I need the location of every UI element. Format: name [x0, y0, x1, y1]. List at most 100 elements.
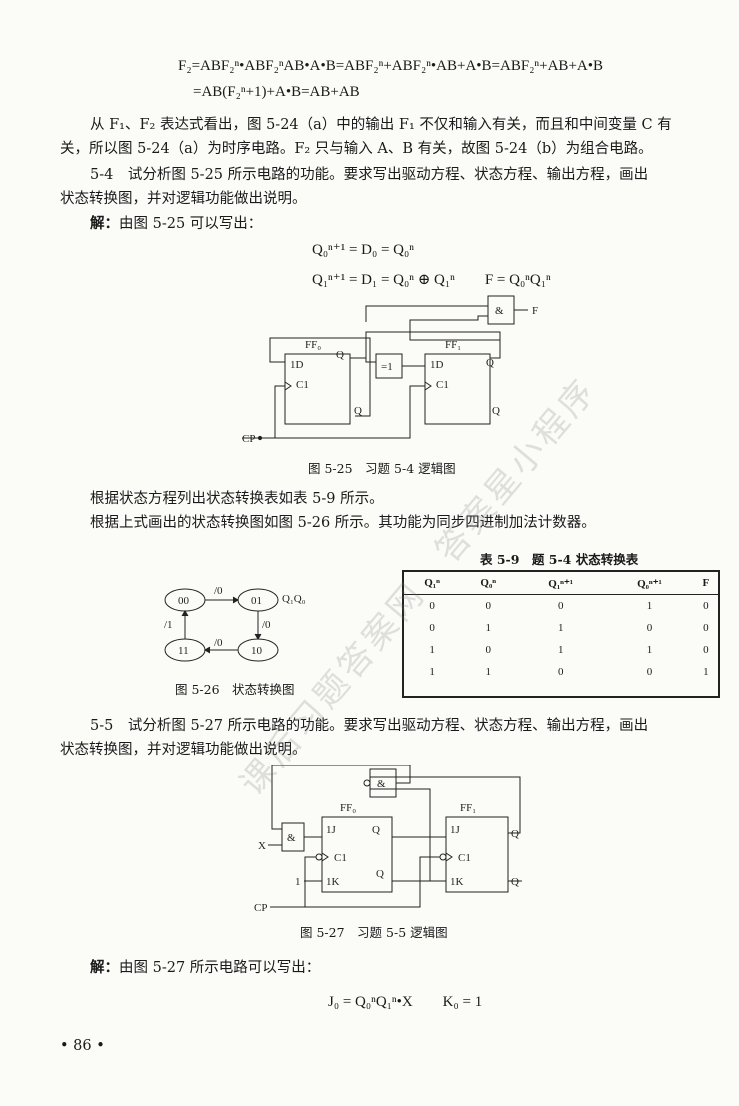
paragraph-diagram-intro: 根据上式画出的状态转换图如图 5-26 所示。其功能为同步四进制加法计数器。	[90, 515, 596, 531]
edge-label: /0	[214, 637, 223, 649]
table-header: Q₀ⁿ⁺¹	[637, 577, 662, 590]
table-cell: 0	[429, 600, 435, 612]
ff0-label: FF₀	[340, 802, 356, 814]
ff0-j-pin: 1J	[326, 824, 337, 836]
ff0-k-pin: 1K	[326, 876, 340, 888]
ff1-label: FF₁	[445, 339, 461, 351]
table-5-9-title: 表 5-9 题 5-4 状态转换表	[480, 552, 639, 567]
question-5-5-line: 状态转换图，并对逻辑功能做出说明。	[60, 742, 307, 758]
table-header: Q₁ⁿ	[424, 577, 440, 589]
ff0-q: Q	[336, 349, 344, 361]
table-cell: 0	[485, 600, 491, 612]
table-cell: 1	[429, 666, 435, 678]
and-label: &	[495, 305, 504, 317]
ff1-block	[424, 353, 491, 425]
svg-text:00: 00	[178, 595, 190, 607]
table-header: Q₀ⁿ	[480, 577, 497, 589]
table-5-9-frame: Q₁ⁿ Q₀ⁿ Q₁ⁿ⁺¹ Q₀ⁿ⁺¹ F 0 0 0 1 0 0 1 1 0 …	[402, 570, 720, 698]
table-cell: 0	[703, 600, 709, 612]
cp-label: CP	[242, 433, 255, 445]
ff1-clock-pin: C1	[436, 379, 449, 391]
ff1-k-pin: 1K	[450, 876, 464, 888]
svg-text:01: 01	[251, 595, 262, 607]
ff0-qbar: Q	[354, 405, 362, 417]
figure-5-27-logic-diagram: & & X FF₀ 1J C1 1K Q Q 1 FF₁ 1J C1 1K Q …	[254, 765, 522, 914]
ff0-qbar: Q	[376, 868, 384, 880]
ff1-j-pin: 1J	[450, 824, 461, 836]
paragraph-line: 关，所以图 5-24（a）为时序电路。F₂ 只与输入 A、B 有关，故图 5-2…	[60, 141, 653, 157]
solution-label: 解：	[90, 959, 119, 976]
equation-q1-and-f: Q₁ⁿ⁺¹ = D₁ = Q₀ⁿ ⊕ Q₁ⁿ F = Q₀ⁿQ₁ⁿ	[312, 272, 551, 288]
table-row: 1 0 1 1 0	[404, 639, 718, 661]
edge-label: /0	[262, 619, 271, 631]
table-cell: 1	[646, 600, 653, 612]
question-5-4-line: 状态转换图，并对逻辑功能做出说明。	[60, 191, 307, 207]
page-number: • 86 •	[60, 1038, 105, 1054]
table-cell: 1	[646, 644, 653, 656]
state-transition-table: Q₁ⁿ Q₀ⁿ Q₁ⁿ⁺¹ Q₀ⁿ⁺¹ F 0 0 0 1 0 0 1 1 0 …	[404, 572, 718, 683]
table-cell: 1	[557, 622, 564, 634]
solution-text: 由图 5-25 可以写出：	[119, 216, 263, 232]
solution-text: 由图 5-27 所示电路可以写出：	[119, 960, 321, 976]
k-const-one: 1	[295, 876, 301, 888]
output-f: F	[532, 305, 538, 317]
state-axis-label: Q₁Q₀	[282, 593, 306, 605]
paragraph-line: 从 F₁、F₂ 表达式看出，图 5-24（a）中的输出 F₁ 不仅和输入有关，而…	[90, 117, 672, 133]
ff1-qbar: Q	[492, 405, 500, 417]
figure-5-26-state-diagram: 00 01 10 11 Q₁Q₀ /0 /0 /0 /1	[164, 585, 306, 662]
table-row: 0 1 1 0 0	[404, 617, 718, 639]
svg-text:11: 11	[178, 645, 189, 657]
table-cell: 1	[429, 644, 435, 656]
table-cell: 1	[485, 666, 491, 678]
ff0-clock-pin: C1	[334, 852, 347, 864]
ff0-d-pin: 1D	[290, 359, 304, 371]
table-cell: 0	[557, 666, 564, 678]
table-cell: 0	[485, 644, 491, 656]
figure-5-25-caption: 图 5-25 习题 5-4 逻辑图	[308, 461, 456, 476]
table-cell: 0	[703, 644, 709, 656]
ff0-jk-block	[321, 816, 393, 893]
ff1-clock-triangle	[445, 852, 453, 862]
edge-label: /0	[214, 585, 223, 597]
question-5-4-line: 5-4 试分析图 5-25 所示电路的功能。要求写出驱动方程、状态方程、输出方程…	[90, 167, 649, 183]
ff1-q: Q	[486, 357, 494, 369]
solution-label: 解：	[90, 215, 119, 232]
ff0-q: Q	[372, 824, 380, 836]
top-and-label: &	[377, 778, 386, 790]
ff0-clock-triangle	[321, 852, 329, 862]
equation-f2-line1: F₂=ABF₂ⁿ•ABF₂ⁿAB•A•B=ABF₂ⁿ+ABF₂ⁿ•AB+A•B=…	[178, 58, 603, 74]
table-header-row: Q₁ⁿ Q₀ⁿ Q₁ⁿ⁺¹ Q₀ⁿ⁺¹ F	[404, 572, 718, 595]
edge-label: /1	[164, 619, 173, 631]
table-cell: 0	[429, 622, 435, 634]
figure-5-26-caption: 图 5-26 状态转换图	[175, 682, 295, 697]
table-cell: 0	[646, 622, 653, 634]
table-row: 0 0 0 1 0	[404, 595, 718, 618]
inverter-bubble	[363, 779, 371, 787]
ff1-qbar: Q	[511, 876, 519, 888]
equation-q0: Q₀ⁿ⁺¹ = D₀ = Q₀ⁿ	[312, 242, 414, 258]
figure-5-27-caption: 图 5-27 习题 5-5 逻辑图	[300, 925, 448, 940]
table-cell: 0	[646, 666, 653, 678]
x-and-label: &	[287, 832, 296, 844]
table-cell: 0	[557, 600, 564, 612]
ff1-clock-pin: C1	[458, 852, 471, 864]
ff1-d-pin: 1D	[430, 359, 444, 371]
ff1-jk-block	[445, 816, 509, 893]
ff0-label: FF₀	[305, 339, 321, 351]
table-row: 1 1 0 0 1	[404, 661, 718, 683]
ff0-clock-triangle	[284, 381, 292, 391]
table-cell: 0	[703, 622, 709, 634]
table-header: Q₁ⁿ⁺¹	[548, 577, 574, 590]
question-5-5-line: 5-5 试分析图 5-27 所示电路的功能。要求写出驱动方程、状态方程、输出方程…	[90, 718, 649, 734]
input-x: X	[258, 840, 266, 852]
paragraph-table-intro: 根据状态方程列出状态转换表如表 5-9 所示。	[90, 491, 384, 507]
ff1-q: Q	[511, 828, 519, 840]
solution-5-5-intro: 解：由图 5-27 所示电路可以写出：	[90, 958, 320, 978]
ff1-clock-triangle	[424, 381, 432, 391]
ff0-block	[284, 353, 351, 425]
table-header: F	[702, 577, 710, 589]
figure-5-25-logic-diagram: FF₀ 1D C1 Q Q FF₁ 1D C1 Q Q =1 & F CP	[242, 295, 538, 445]
cp-label: CP	[254, 902, 267, 914]
svg-text:10: 10	[251, 645, 263, 657]
table-cell: 1	[703, 666, 709, 678]
